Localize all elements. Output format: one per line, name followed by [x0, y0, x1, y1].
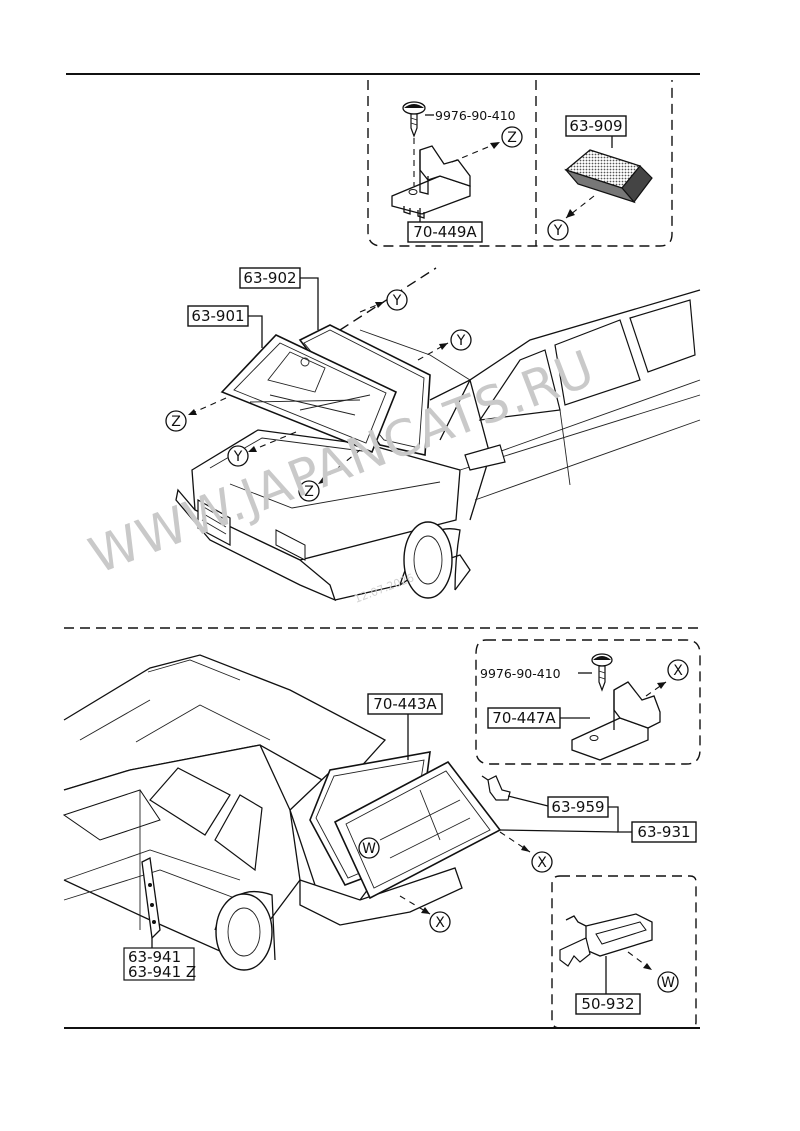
bracket-icon	[571, 681, 661, 761]
callout-x-bottom	[429, 911, 451, 933]
rear-molding-label-box	[367, 693, 443, 715]
clip-label: 63-959	[551, 798, 604, 816]
svg-text:Y: Y	[233, 449, 243, 465]
pad-label: 63-909	[569, 117, 622, 135]
quarter-cover-icon	[141, 857, 161, 940]
bracket-icon	[391, 145, 471, 219]
lamp-label-box	[575, 993, 641, 1015]
callout-w-glass	[358, 837, 380, 859]
cover-label-1: 63-941	[128, 948, 181, 966]
front-detail-inset	[367, 80, 673, 247]
windshield-label: 63-901	[191, 307, 244, 325]
callout-y-top	[386, 289, 408, 311]
rear-glass-label: 63-931	[637, 823, 690, 841]
rear-screw-label: 9976-90-410	[480, 666, 561, 681]
screw-icon	[591, 653, 613, 692]
pad-label-box	[565, 115, 627, 137]
front-screw-label: 9976-90-410	[435, 108, 516, 123]
callout-z-bottom	[298, 480, 320, 502]
svg-text:Y: Y	[456, 333, 466, 349]
clip-icon	[481, 775, 511, 801]
screw-icon	[402, 101, 426, 138]
callout-z-left	[165, 410, 187, 432]
rear-molding-label: 70-443A	[373, 695, 437, 713]
bracket-label-box	[407, 221, 483, 243]
svg-text:Z: Z	[171, 414, 181, 430]
lamp-icon	[559, 913, 653, 967]
lamp-detail-inset	[551, 875, 697, 1029]
callout-y-pad	[547, 219, 569, 241]
svg-text:Y: Y	[553, 223, 563, 239]
cover-label-2: 63-941 Z	[128, 963, 196, 981]
svg-text:W: W	[362, 841, 376, 857]
callout-w-lamp	[657, 971, 679, 993]
callout-y-right	[450, 329, 472, 351]
callout-x-inset	[667, 659, 689, 681]
rear-detail-inset	[475, 639, 701, 765]
pad-icon	[564, 149, 653, 204]
svg-text:X: X	[435, 915, 445, 931]
callout-y-left	[227, 445, 249, 467]
lamp-label: 50-932	[581, 995, 634, 1013]
rear-glass-label-box	[631, 821, 697, 843]
svg-text:X: X	[673, 663, 683, 679]
rear-car-body	[62, 654, 463, 971]
watermark-date: 12.07.2026	[352, 571, 415, 606]
windshield-glass	[220, 334, 398, 454]
cover-label-box	[123, 947, 195, 981]
front-car-body	[175, 289, 701, 602]
rear-bracket-label: 70-447A	[492, 709, 556, 727]
svg-text:X: X	[537, 855, 547, 871]
callout-z-front	[501, 126, 523, 148]
rear-glass	[333, 760, 502, 900]
callout-x-right	[531, 851, 553, 873]
bracket-label: 70-449A	[413, 223, 477, 241]
svg-text:Z: Z	[507, 130, 517, 146]
svg-text:W: W	[661, 975, 675, 991]
svg-text:Y: Y	[392, 293, 402, 309]
molding-label: 63-902	[243, 269, 296, 287]
svg-text:Z: Z	[304, 484, 314, 500]
